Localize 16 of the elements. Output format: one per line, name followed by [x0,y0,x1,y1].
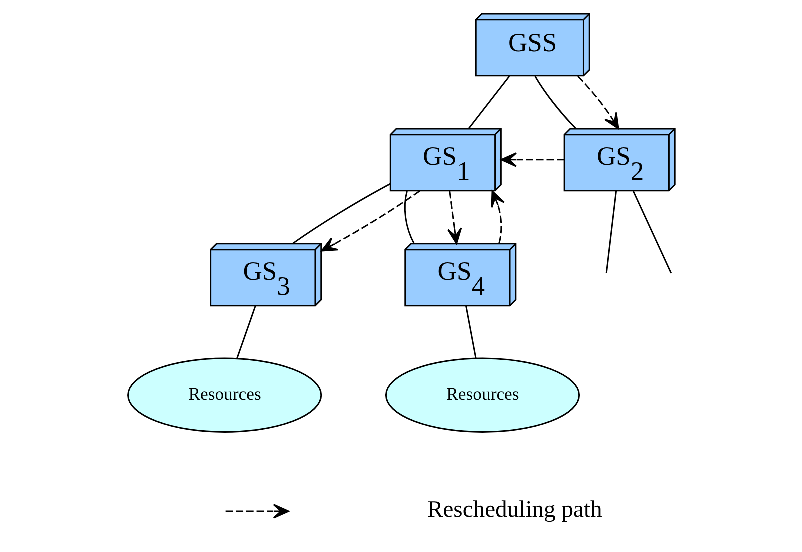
arrow [447,191,462,244]
legend-label: Rescheduling path [426,497,602,524]
arrow [576,76,619,130]
arrow [490,190,504,244]
connector [404,191,414,244]
connector [632,191,672,274]
connector [236,306,256,360]
connector [605,191,617,274]
connector [468,76,510,130]
node-ellipse: Resources [127,358,322,433]
connector [534,76,576,130]
node-ellipse: Resources [384,358,580,433]
connector [292,183,390,244]
arrow [320,190,420,252]
connector [465,306,476,359]
arrow [500,152,564,168]
